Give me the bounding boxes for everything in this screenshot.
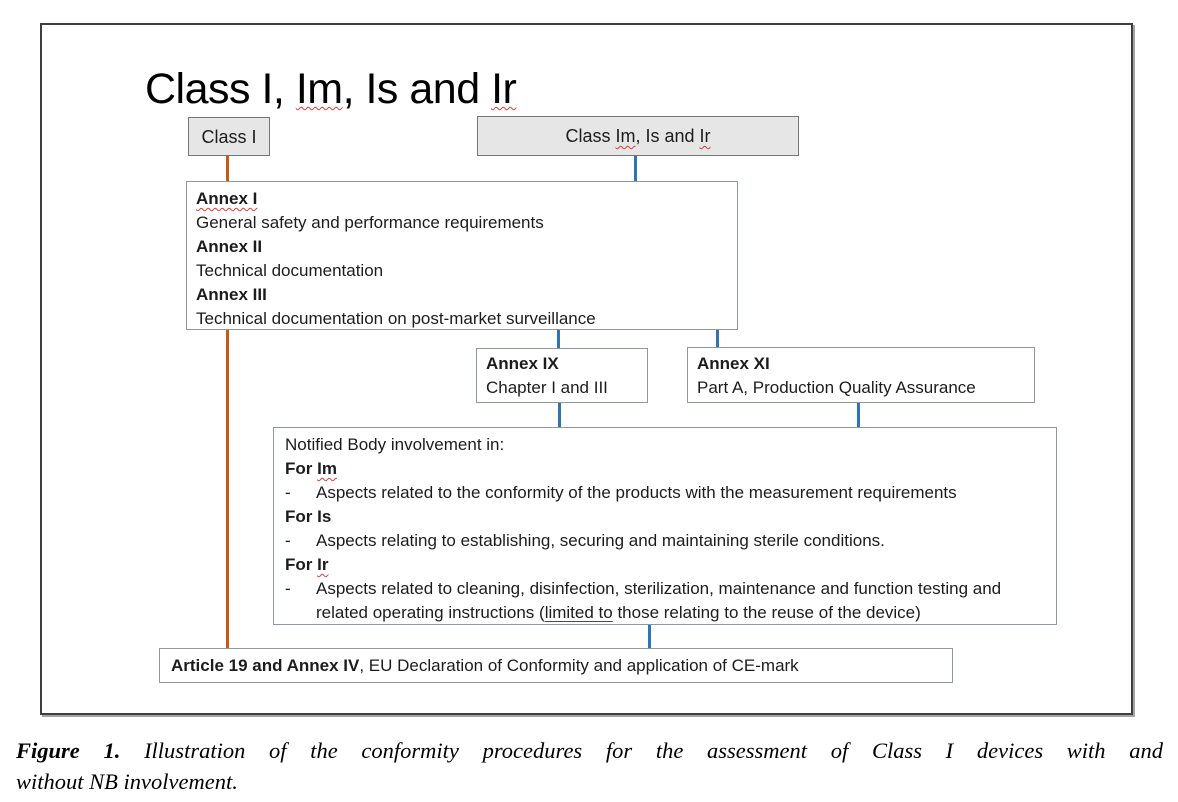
annex-ii-title: Annex II [196, 237, 263, 256]
annex-xi-title: Annex XI [697, 354, 770, 373]
nb-ir-line2-post: those relating to the reuse of the devic… [612, 603, 921, 622]
annex-ii-desc: Technical documentation [196, 261, 384, 280]
nb-im-bullet: - Aspects related to the conformity of t… [285, 481, 1045, 505]
article-19-rest: , EU Declaration of Conformity and appli… [359, 655, 799, 675]
class-im-label-part: , Is and [635, 126, 700, 146]
annex-i-title: Annex I [196, 189, 258, 208]
annex-xi-to-nb-connector [857, 402, 860, 428]
caption-line2: without NB involvement. [16, 769, 238, 794]
diagram-title-part: , Is and [342, 65, 492, 113]
class-im-label-ir: Ir [699, 126, 711, 146]
nb-for-ir: For Ir [285, 553, 1045, 577]
nb-ir-bullet-line2: related operating instructions (limited … [285, 601, 1045, 625]
nb-to-article19-connector [648, 624, 651, 649]
nb-for-ir-prefix: For [285, 555, 318, 574]
bullet-dash: - [285, 531, 291, 550]
article-19-text: Article 19 and Annex IV, EU Declaration … [171, 654, 799, 678]
annex-iii-title: Annex III [196, 285, 267, 304]
nb-for-im-prefix: For [285, 459, 318, 478]
bullet-dash: - [285, 483, 291, 502]
class-im-to-annex-connector [634, 155, 637, 182]
annex-ix-box: Annex IX Chapter I and III [476, 348, 648, 403]
caption-line1-text: Illustration of the conformity procedure… [120, 738, 1164, 763]
annex-xi-desc: Part A, Production Quality Assurance [697, 378, 976, 397]
annex-ix-title: Annex IX [486, 354, 559, 373]
article-19-bold: Article 19 and Annex IV [171, 655, 360, 675]
class-im-label: Class Im, Is and Ir [565, 124, 710, 148]
diagram-title-ir: Ir [491, 65, 517, 113]
nb-for-im: For Im [285, 457, 1045, 481]
annex-i-desc: General safety and performance requireme… [196, 213, 544, 232]
annex-to-annex-xi-connector [716, 329, 719, 348]
nb-for-ir-word: Ir [317, 555, 329, 574]
annex-xi-box: Annex XI Part A, Production Quality Assu… [687, 347, 1035, 403]
diagram-title-im: Im [295, 65, 343, 113]
caption-line1: Figure 1. Illustration of the conformity… [16, 735, 1163, 766]
diagram-title: Class I, Im, Is and Ir [145, 65, 517, 114]
class-im-is-ir-box: Class Im, Is and Ir [477, 116, 799, 156]
class-i-connector-line [226, 155, 229, 649]
bullet-dash: - [285, 579, 291, 598]
class-im-label-im: Im [615, 126, 636, 146]
nb-for-is: For Is [285, 507, 332, 526]
nb-im-bullet-text: Aspects related to the conformity of the… [316, 483, 957, 502]
nb-ir-line2-pre: related operating instructions ( [316, 603, 545, 622]
nb-for-im-word: Im [317, 459, 337, 478]
nb-ir-bullet-line1: Aspects related to cleaning, disinfectio… [316, 579, 1002, 598]
notified-body-box: Notified Body involvement in: For Im - A… [273, 427, 1057, 625]
diagram-title-part: Class I, [145, 65, 296, 113]
nb-heading: Notified Body involvement in: [285, 435, 505, 454]
annex-to-annex-ix-connector [557, 329, 560, 349]
nb-ir-bullet: - Aspects related to cleaning, disinfect… [285, 577, 1045, 601]
figure-caption: Figure 1. Illustration of the conformity… [16, 735, 1163, 797]
annex-ix-to-nb-connector [558, 402, 561, 428]
annex-ix-desc: Chapter I and III [486, 378, 608, 397]
nb-is-bullet-text: Aspects relating to establishing, securi… [316, 531, 885, 550]
class-i-label: Class I [201, 126, 257, 147]
class-im-label-part: Class [565, 126, 616, 146]
nb-is-bullet: - Aspects relating to establishing, secu… [285, 529, 1045, 553]
class-i-box: Class I [188, 117, 270, 156]
annex-iii-desc: Technical documentation on post-market s… [196, 309, 596, 328]
nb-ir-line2-limited-to: limited to [544, 603, 613, 622]
annex-i-iii-box: Annex I General safety and performance r… [186, 181, 738, 330]
caption-figure-label: Figure 1. [16, 738, 121, 763]
article-19-box: Article 19 and Annex IV, EU Declaration … [159, 648, 953, 683]
